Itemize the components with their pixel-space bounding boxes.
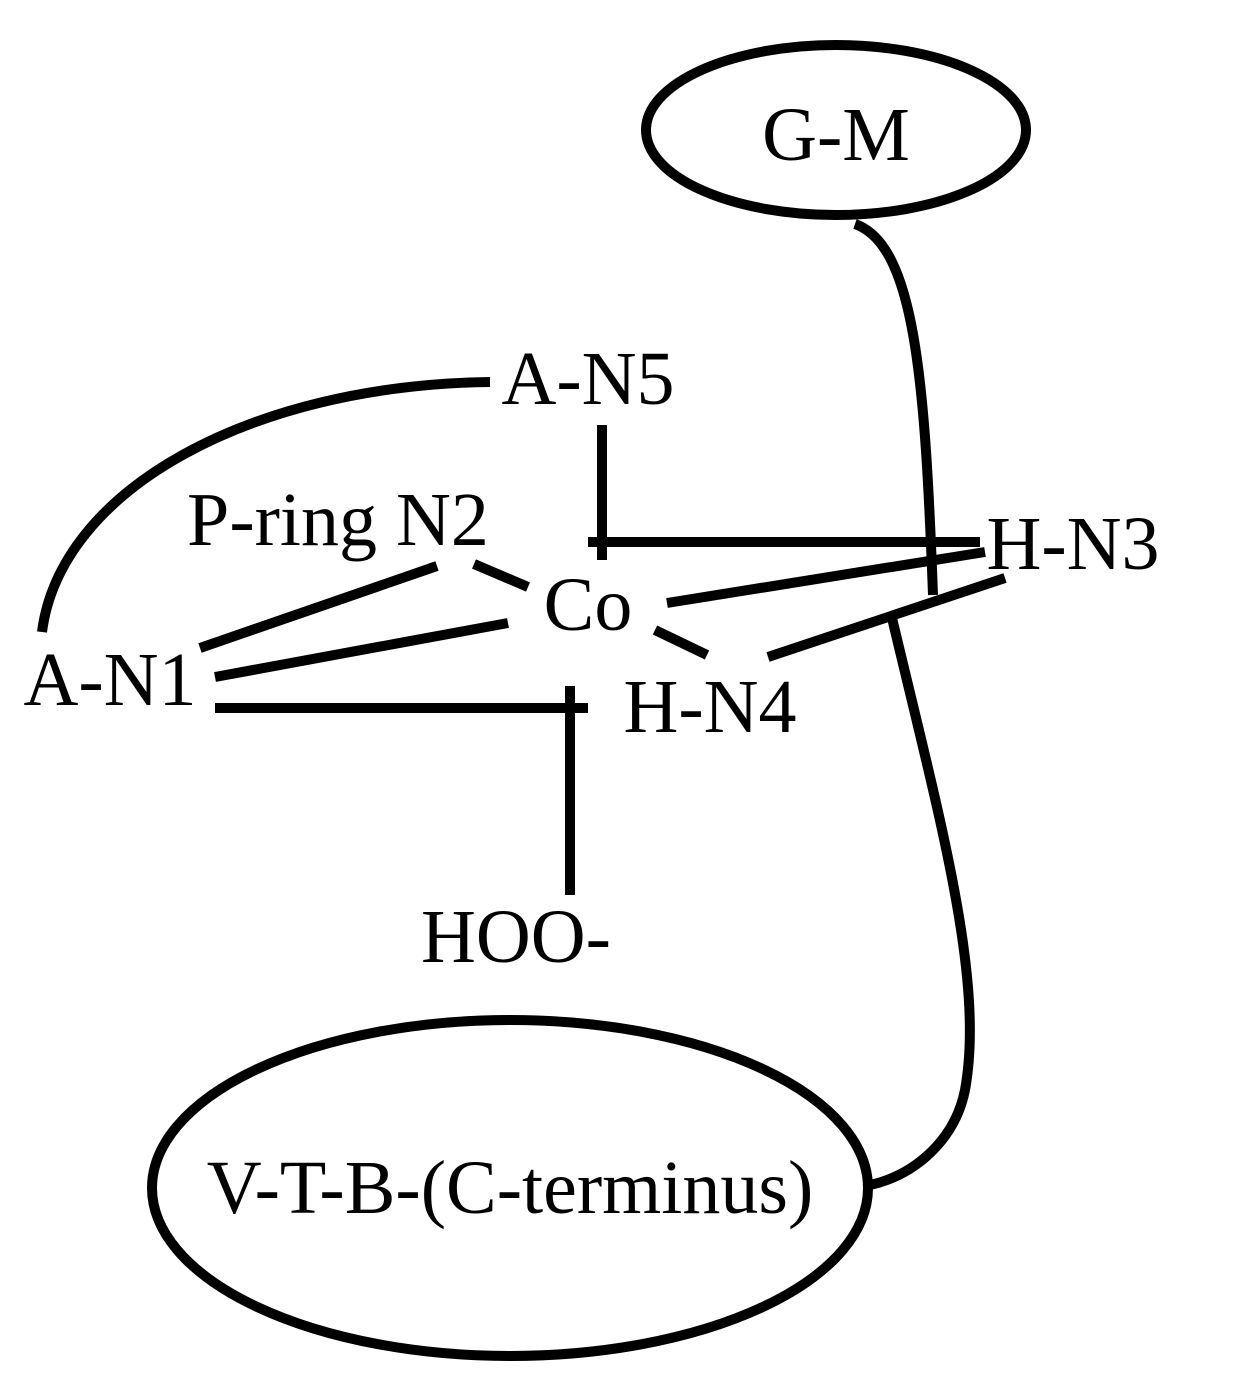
an5-label: A-N5 xyxy=(501,337,674,421)
gm-to-hn3-curve xyxy=(853,219,938,596)
hn4-to-vtb-curve xyxy=(868,616,975,1190)
gm-label: G-M xyxy=(762,93,910,177)
co-label: Co xyxy=(544,563,633,647)
an1-co-bond xyxy=(214,618,509,682)
hoo-label: HOO- xyxy=(421,895,611,979)
pring-to-an1-bond xyxy=(198,561,439,653)
co-hn4-dash xyxy=(652,625,710,660)
gm-ellipse xyxy=(641,40,1031,220)
pring-n2-label: P-ring N2 xyxy=(187,478,489,562)
co-hn3-bond xyxy=(666,547,986,608)
hn3-label: H-N3 xyxy=(986,502,1159,586)
an1-label: A-N1 xyxy=(23,638,196,722)
pring-to-co-dash xyxy=(472,559,530,592)
hn4-label: H-N4 xyxy=(623,665,796,749)
vtb-ellipse xyxy=(147,1015,873,1361)
hn4-hn3-bond xyxy=(766,573,1007,662)
an1-to-an5-arc xyxy=(37,377,491,633)
vtb-label: V-T-B-(C-terminus) xyxy=(207,1146,814,1230)
